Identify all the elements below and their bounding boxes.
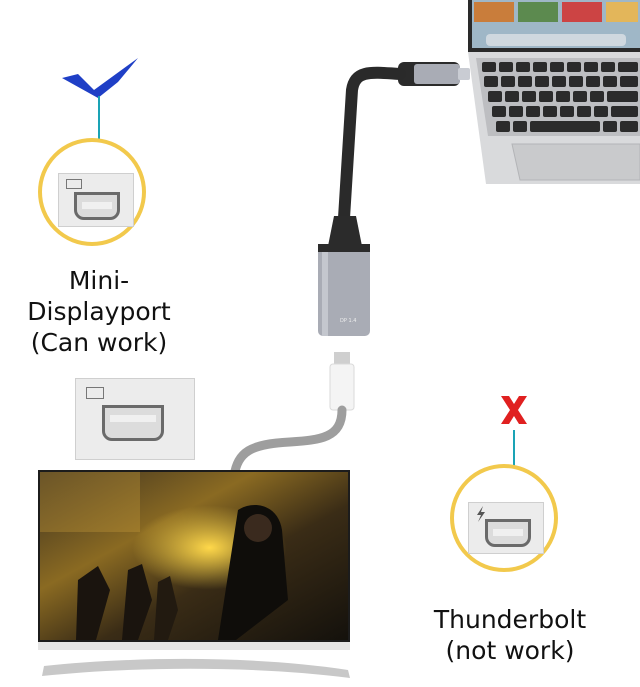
thunderbolt-port-card <box>468 502 544 554</box>
x-icon <box>501 396 527 424</box>
monitor-port-card <box>75 378 195 460</box>
thunderbolt-label: Thunderbolt (not work) <box>410 604 610 666</box>
thunderbolt-label-line2: (not work) <box>445 636 575 665</box>
minidp-port-card <box>58 173 134 227</box>
displayport-icon <box>86 387 104 399</box>
thunderbolt-label-line1: Thunderbolt <box>433 605 587 634</box>
thunderbolt-icon <box>477 506 485 522</box>
thunderbolt-port <box>485 519 531 547</box>
laptop-illustration <box>468 0 640 184</box>
monitor-illustration <box>38 470 350 678</box>
minidp-label-line1: Mini-Displayport <box>27 266 171 326</box>
laptop <box>468 0 640 184</box>
displayport-icon <box>66 179 82 189</box>
thunderbolt-port-circle <box>450 464 558 572</box>
left-stem <box>98 96 100 140</box>
monitor-minidp-port <box>102 405 164 441</box>
minidp-label: Mini-Displayport (Can work) <box>0 265 198 358</box>
checkmark-icon <box>62 58 138 98</box>
minidp-port <box>74 192 120 220</box>
minidp-port-circle <box>38 138 146 246</box>
adapter-label: DP 1.4 <box>340 318 357 324</box>
monitor <box>38 470 356 682</box>
minidp-label-line2: (Can work) <box>30 328 168 357</box>
right-stem <box>513 430 515 466</box>
